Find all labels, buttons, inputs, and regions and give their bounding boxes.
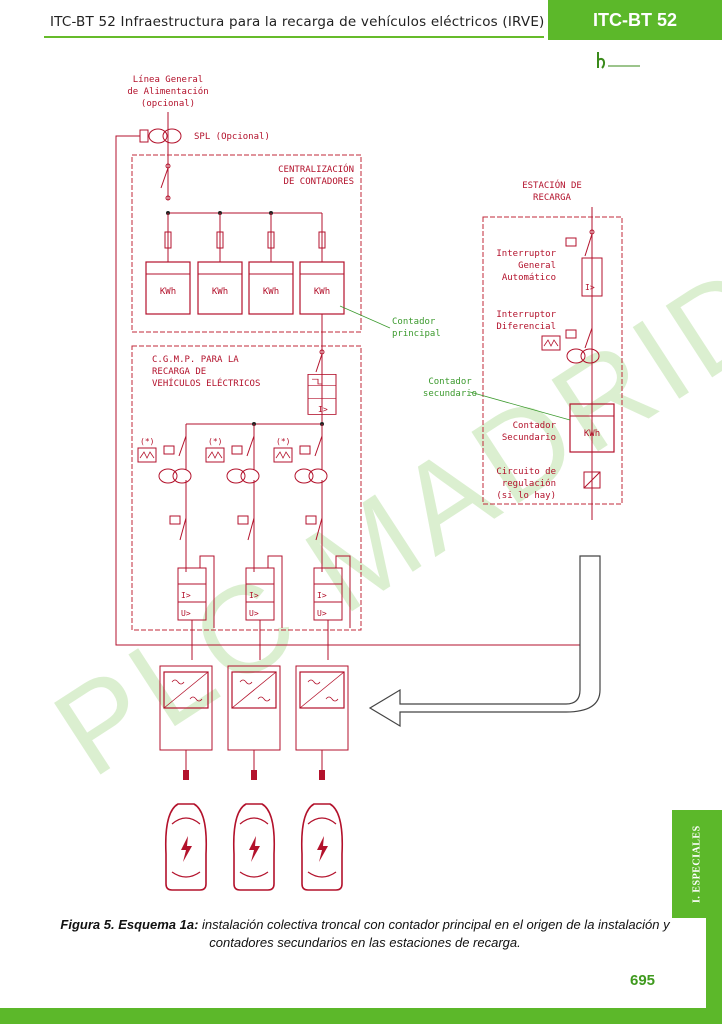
wiring-diagram: PLC MADRID Línea General de Alimentación… bbox=[32, 75, 722, 891]
feeder-2: (*) I> U> bbox=[205, 424, 283, 660]
feeder-u-trip-1: U> bbox=[181, 609, 191, 618]
spl-label: SPL (Opcional) bbox=[194, 132, 270, 142]
csec-label-2: Secundario bbox=[502, 433, 556, 443]
flow-arrow bbox=[368, 555, 601, 728]
feeder-i-trip-3: I> bbox=[317, 591, 327, 600]
creg-label-2: regulación bbox=[502, 478, 556, 489]
igen-breaker-icon: I> bbox=[565, 229, 603, 297]
figure-caption: Figura 5. Esquema 1a: instalación colect… bbox=[60, 916, 670, 952]
igen-trip-label: I> bbox=[585, 283, 595, 292]
header-rule bbox=[44, 36, 544, 38]
page-number: 695 bbox=[630, 972, 656, 989]
kwh-label-3: KWh bbox=[263, 287, 279, 297]
centralizacion-label-1: CENTRALIZACIÓN bbox=[278, 163, 354, 175]
idif-label-2: Diferencial bbox=[496, 322, 556, 332]
creg-label-1: Circuito de bbox=[496, 467, 556, 477]
contador-principal-label-1: Contador bbox=[392, 317, 436, 327]
kwh-label-1: KWh bbox=[160, 287, 176, 297]
header-title: ITC-BT 52 Infraestructura para la recarg… bbox=[50, 14, 545, 30]
side-accent-bar bbox=[706, 918, 722, 1024]
cgmp-label-1: C.G.M.P. PARA LA bbox=[152, 355, 239, 365]
csec-note-1: Contador bbox=[428, 377, 472, 387]
feeder-u-trip-3: U> bbox=[317, 609, 327, 618]
cgmp-label-2: RECARGA DE bbox=[152, 367, 206, 377]
cgmp-label-3: VEHÍCULOS ELÉCTRICOS bbox=[152, 377, 260, 389]
caption-bold: Figura 5. Esquema 1a: bbox=[60, 917, 199, 932]
creg-label-3: (si lo hay) bbox=[496, 491, 556, 501]
contador-secundario-kwh: KWh bbox=[584, 429, 600, 439]
header-badge: ITC-BT 52 bbox=[548, 0, 722, 40]
estacion-label-1: ESTACIÓN DE bbox=[522, 179, 582, 191]
csec-label-1: Contador bbox=[513, 421, 557, 431]
cgmp-trip-label: I> bbox=[318, 405, 328, 414]
kwh-meter-2: KWh bbox=[197, 213, 243, 315]
charger-3 bbox=[295, 665, 349, 891]
igen-label-1: Interruptor bbox=[496, 249, 556, 259]
regulation-icon bbox=[583, 471, 601, 489]
contador-secundario-icon: KWh bbox=[569, 403, 615, 453]
centralizacion-box bbox=[131, 154, 362, 333]
igen-label-3: Automático bbox=[502, 273, 556, 283]
asterisk-label-3: (*) bbox=[276, 437, 290, 446]
lga-label-1: Línea General bbox=[133, 75, 203, 85]
estacion-label-2: RECARGA bbox=[533, 193, 572, 203]
lga-label-2: de Alimentación bbox=[127, 86, 208, 97]
section-tab bbox=[672, 810, 722, 918]
charger-2 bbox=[227, 665, 281, 891]
contador-principal-label-2: principal bbox=[392, 329, 441, 339]
spl-icon bbox=[139, 128, 182, 144]
kwh-meter-4: KWh bbox=[299, 213, 345, 315]
idif-breaker-icon bbox=[541, 327, 600, 364]
estacion-box bbox=[482, 216, 623, 505]
feeder-i-trip-1: I> bbox=[181, 591, 191, 600]
main-switch-icon bbox=[160, 163, 171, 201]
feeder-1: (*) I> U> bbox=[137, 424, 215, 660]
asterisk-label-2: (*) bbox=[208, 437, 222, 446]
feeder-i-trip-2: I> bbox=[249, 591, 259, 600]
section-tab-label: I. ESPECIALES bbox=[691, 825, 703, 903]
asterisk-label-1: (*) bbox=[140, 437, 154, 446]
kwh-label-2: KWh bbox=[212, 287, 228, 297]
kwh-label-4: KWh bbox=[314, 287, 330, 297]
publisher-logo bbox=[594, 50, 644, 74]
feeder-3: (*) I> U> bbox=[273, 424, 351, 660]
footer-bar bbox=[0, 1008, 722, 1024]
logo-icon bbox=[597, 52, 640, 69]
cgmp-breaker-icon: I> bbox=[307, 349, 337, 415]
csec-note-2: secundario bbox=[423, 389, 477, 399]
kwh-meter-1: KWh bbox=[145, 213, 191, 315]
idif-label-1: Interruptor bbox=[496, 310, 556, 320]
centralizacion-label-2: DE CONTADORES bbox=[284, 177, 354, 187]
charger-1 bbox=[159, 665, 213, 891]
feeder-u-trip-2: U> bbox=[249, 609, 259, 618]
cgmp-box bbox=[131, 345, 362, 631]
igen-label-2: General bbox=[518, 261, 556, 271]
caption-text: instalación colectiva troncal con contad… bbox=[198, 917, 670, 950]
lga-label-3: (opcional) bbox=[141, 99, 195, 109]
kwh-meter-3: KWh bbox=[248, 213, 294, 315]
